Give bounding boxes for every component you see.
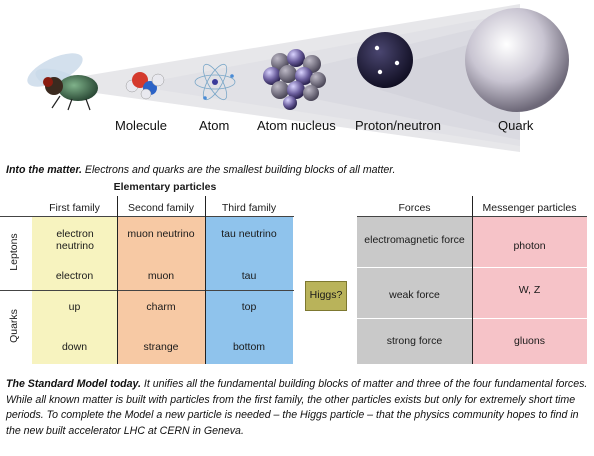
header-second-family: Second family [128,202,194,214]
header-divider-2 [205,196,206,216]
column-divider-1 [117,216,118,364]
caption-top-lead: Into the matter. [6,164,82,176]
column-divider-2 [205,216,206,364]
cell-top: top [241,301,257,313]
scale-illustration [27,4,569,152]
higgs-label: Higgs? [309,289,343,301]
label-molecule: Molecule [115,118,168,133]
cell-muon-neutrino: muon neutrino [127,228,195,240]
label-atom-nucleus: Atom nucleus [257,118,336,133]
atom-icon [194,63,236,101]
row-label-leptons: Leptons [8,233,20,271]
cell-down: down [61,341,88,353]
cell-electron-neutrino: electron neutrino [56,228,94,252]
higgs-box [305,281,347,311]
messenger-column [472,216,587,364]
cell-charm: charm [146,301,176,313]
header-forces: Forces [398,202,431,214]
cell-up: up [68,301,81,313]
cell-gluons: gluons [514,335,545,347]
cell-strange: strange [143,341,179,353]
cell-w-z: W, Z [518,284,541,296]
cell-tau-neutrino: tau neutrino [221,228,277,240]
cell-photon: photon [513,240,546,252]
caption-top: Into the matter. Electrons and quarks ar… [6,163,591,179]
forces-header-divider [472,196,473,216]
header-divider-1 [117,196,118,216]
forces-column [357,216,472,364]
label-quark: Quark [498,118,534,133]
cell-electron: electron [55,270,94,282]
caption-bottom: The Standard Model today. It unifies all… [6,377,592,439]
cell-tau: tau [241,270,257,282]
fly-icon [27,53,98,111]
molecule-icon [125,72,165,100]
leptons-quarks-divider [0,290,294,291]
caption-top-text: Electrons and quarks are the smallest bu… [81,164,396,176]
caption-bottom-text: It unifies all the fundamental building … [6,378,588,437]
caption-bottom-lead: The Standard Model today. [6,378,141,390]
forces-column-divider [472,216,473,364]
cell-muon: muon [147,270,175,282]
cell-weak-force: weak force [389,289,440,301]
header-third-family: Third family [221,202,277,214]
row-label-quarks: Quarks [8,309,20,343]
elementary-particles-title: Elementary particles [113,181,217,193]
header-messenger: Messenger particles [482,202,577,214]
proton-icon [357,32,413,88]
label-proton-neutron: Proton/neutron [355,118,442,133]
label-atom: Atom [199,118,230,133]
cell-electromagnetic-force: electromagnetic force [364,234,465,246]
header-first-family: First family [49,202,100,214]
cell-bottom: bottom [232,341,266,353]
table-top-rule [0,216,294,217]
quark-icon [465,8,569,112]
cell-strong-force: strong force [386,335,443,347]
nucleus-icon [263,49,326,110]
